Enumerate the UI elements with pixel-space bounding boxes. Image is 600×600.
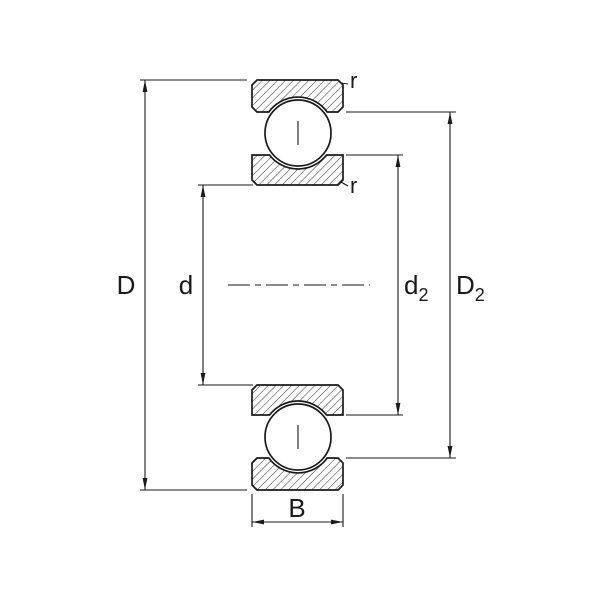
outer-ring-bottom-section <box>251 457 344 491</box>
dimension-d2: d2 <box>346 154 428 416</box>
outer-ring-top-section <box>251 79 344 113</box>
leader-line-r-inner <box>340 181 349 187</box>
radius-callouts: r r <box>340 68 357 198</box>
dimension-d: d <box>179 184 253 386</box>
dimension-label-D: D <box>117 270 136 300</box>
radius-label-r-inner: r <box>350 173 357 198</box>
dimension-label-d2: d2 <box>404 270 428 305</box>
inner-ring-top-section <box>251 154 344 186</box>
inner-ring-bottom-section <box>251 384 344 416</box>
dimension-B: B <box>251 493 344 527</box>
dimension-D2: D2 <box>346 111 485 459</box>
radius-label-r-outer: r <box>350 68 357 93</box>
dimension-label-B: B <box>288 493 305 523</box>
leader-line-r-outer <box>340 82 349 85</box>
dimension-D: D <box>117 79 247 491</box>
dimension-label-d: d <box>179 270 193 300</box>
dimension-label-D2: D2 <box>456 270 485 305</box>
bearing-cross-section <box>228 79 370 491</box>
